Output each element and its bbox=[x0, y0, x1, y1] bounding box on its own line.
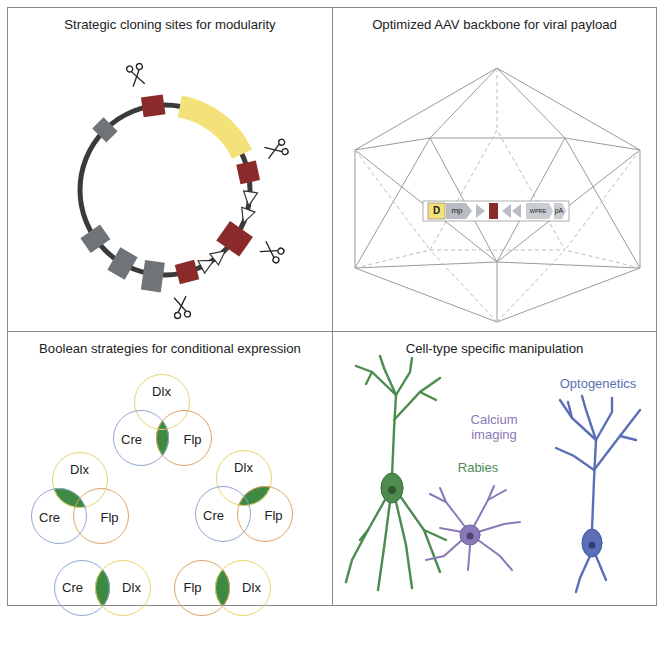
circle-label: Cre bbox=[39, 510, 60, 525]
venn-circle: Dlx bbox=[215, 560, 271, 616]
circle-label: Cre bbox=[121, 432, 142, 447]
circle-label: Dlx bbox=[242, 580, 261, 595]
panel-title: Strategic cloning sites for modularity bbox=[8, 8, 332, 32]
venn-circle: Dlx bbox=[52, 452, 108, 508]
venn-circle: Flp bbox=[237, 486, 293, 542]
circle-label: Cre bbox=[203, 508, 224, 523]
venn-circle: Cre bbox=[31, 488, 87, 544]
circle-label: Flp bbox=[100, 510, 118, 525]
venn-circle: Flp bbox=[156, 410, 212, 466]
panel: Boolean strategies for conditional expre… bbox=[7, 331, 333, 606]
circle-label: Dlx bbox=[234, 460, 253, 475]
venn-circle: Flp bbox=[73, 488, 129, 544]
venn-overlap bbox=[31, 410, 293, 616]
panel: Optimized AAV backbone for viral payload bbox=[332, 7, 657, 332]
venn-circle: Cre bbox=[113, 410, 169, 466]
circle-label: Dlx bbox=[70, 462, 89, 477]
panel-title: Optimized AAV backbone for viral payload bbox=[333, 8, 656, 32]
calcium-neuron bbox=[426, 486, 520, 570]
venn-circle: Cre bbox=[54, 560, 110, 616]
panel-title: Boolean strategies for conditional expre… bbox=[8, 332, 332, 356]
circle-label: Dlx bbox=[152, 384, 171, 399]
minimal-promoter-label: mp bbox=[451, 206, 462, 215]
venn-circle: Cre bbox=[195, 486, 251, 542]
venn-circle: Dlx bbox=[95, 560, 151, 616]
optogenetics-label: Optogenetics bbox=[560, 377, 637, 392]
panel-title: Cell-type specific manipulation bbox=[333, 332, 656, 356]
calcium-label: Calcium imaging bbox=[463, 413, 525, 443]
venn-circle: Dlx bbox=[134, 374, 190, 430]
polya-label: pA bbox=[555, 207, 564, 215]
circle-label: Flp bbox=[183, 432, 201, 447]
promoter-label: D bbox=[433, 205, 440, 217]
plasmid bbox=[80, 63, 289, 319]
panel: Strategic cloning sites for modularity bbox=[7, 7, 333, 332]
circle-label: Flp bbox=[264, 508, 282, 523]
venn-circle: Flp bbox=[174, 560, 230, 616]
wpre-label: WPRE bbox=[530, 208, 547, 214]
aav-cassette bbox=[423, 201, 569, 221]
circle-label: Cre bbox=[62, 580, 83, 595]
rabies-neuron bbox=[346, 356, 446, 590]
circle-label: Dlx bbox=[122, 580, 141, 595]
venn-circle: Dlx bbox=[216, 450, 272, 506]
optogenetics-neuron bbox=[556, 396, 640, 592]
rabies-label: Rabies bbox=[458, 461, 498, 476]
circle-label: Flp bbox=[183, 580, 201, 595]
aav-capsid bbox=[355, 68, 640, 322]
